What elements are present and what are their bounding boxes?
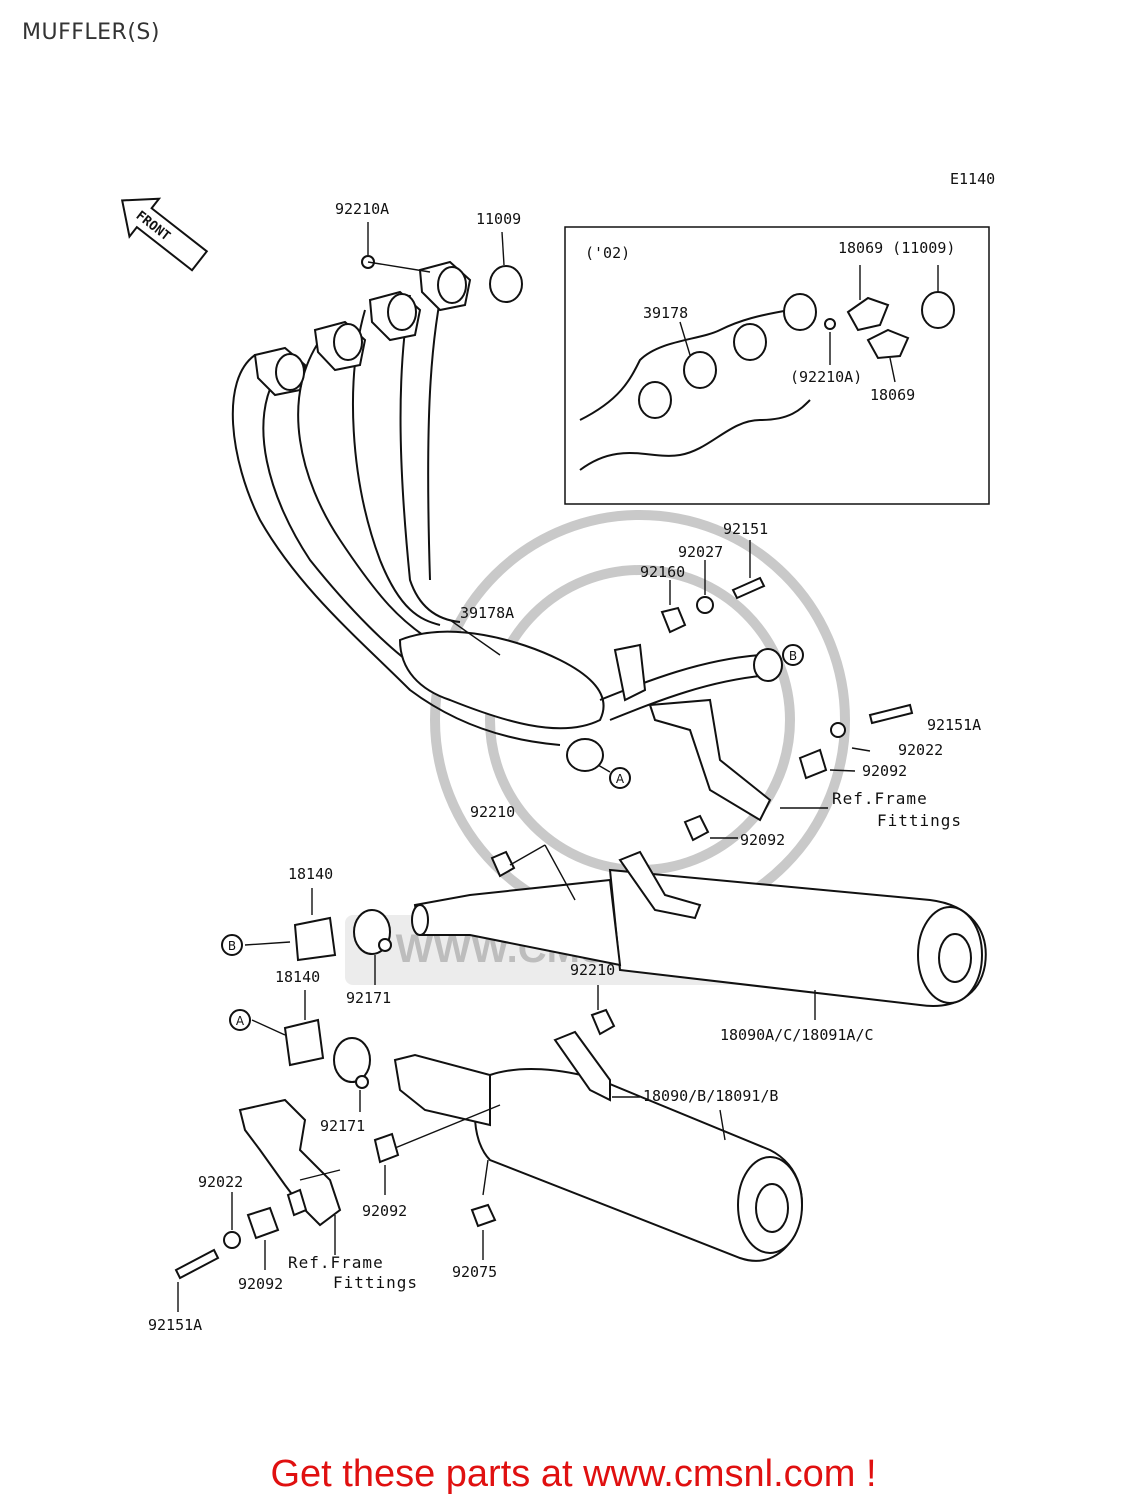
- callout-a-lower-label: A: [236, 1014, 245, 1028]
- callout-a-lower: [229, 1009, 251, 1031]
- callout-b-lower: [221, 934, 243, 956]
- part-92210A-top: 92210A: [335, 200, 389, 218]
- diagram-code: E1140: [950, 170, 995, 188]
- part-18069-top: 18069 (11009): [838, 239, 955, 257]
- part-92171-bottom: 92171: [320, 1117, 365, 1135]
- callout-b-upper-label: B: [789, 649, 797, 663]
- callout-b-upper: [782, 644, 804, 666]
- frame-ref-right-line1: Ref.Frame: [832, 789, 928, 808]
- part-18090B: 18090/B/18091/B: [643, 1087, 778, 1105]
- frame-ref-left-line1: Ref.Frame: [288, 1253, 384, 1272]
- joint-sleeves-and-clamps: [244, 888, 392, 1112]
- part-92210-low: 92210: [570, 961, 615, 979]
- part-92151A-right: 92151A: [927, 716, 981, 734]
- part-92092-left-mid: 92092: [362, 1202, 407, 1220]
- inset-2002-box: ('02): [564, 226, 990, 505]
- part-92151A-left: 92151A: [148, 1316, 202, 1334]
- inset-label: ('02): [585, 244, 630, 262]
- part-92171-top: 92171: [346, 989, 391, 1007]
- part-18090A: 18090A/C/18091A/C: [720, 1026, 874, 1044]
- part-92022-left: 92022: [198, 1173, 243, 1191]
- part-92151: 92151: [723, 520, 768, 538]
- exhaust-header-pipes: [231, 222, 783, 772]
- part-11009-top: 11009: [476, 210, 521, 228]
- footer-parts-link[interactable]: Get these parts at www.cmsnl.com !: [270, 1453, 877, 1495]
- upper-muffler: [411, 814, 987, 1020]
- part-39178: 39178: [643, 304, 688, 322]
- part-39178A: 39178A: [460, 604, 514, 622]
- lower-bracket-hardware: [174, 1098, 342, 1312]
- callout-a-upper-label: A: [616, 772, 625, 786]
- part-92092-mid: 92092: [740, 831, 785, 849]
- part-92210-mid: 92210: [470, 803, 515, 821]
- front-arrow-icon: FRONT: [120, 197, 209, 272]
- part-92022-right: 92022: [898, 741, 943, 759]
- callout-a-upper: [609, 767, 631, 789]
- part-18069-bottom: 18069: [870, 386, 915, 404]
- frame-ref-left-line2: Fittings: [333, 1273, 418, 1292]
- page-title: MUFFLER(S): [22, 20, 160, 45]
- part-18140-bottom: 18140: [275, 968, 320, 986]
- lower-muffler: [373, 985, 803, 1262]
- part-92092-left: 92092: [238, 1275, 283, 1293]
- part-92027: 92027: [678, 543, 723, 561]
- part-92075: 92075: [452, 1263, 497, 1281]
- callout-b-lower-label: B: [228, 939, 236, 953]
- part-18140-top: 18140: [288, 865, 333, 883]
- part-92210A-inset: (92210A): [790, 368, 862, 386]
- upper-hardware: [648, 540, 914, 822]
- frame-ref-right-line2: Fittings: [877, 811, 962, 830]
- part-92092-right: 92092: [862, 762, 907, 780]
- part-92160: 92160: [640, 563, 685, 581]
